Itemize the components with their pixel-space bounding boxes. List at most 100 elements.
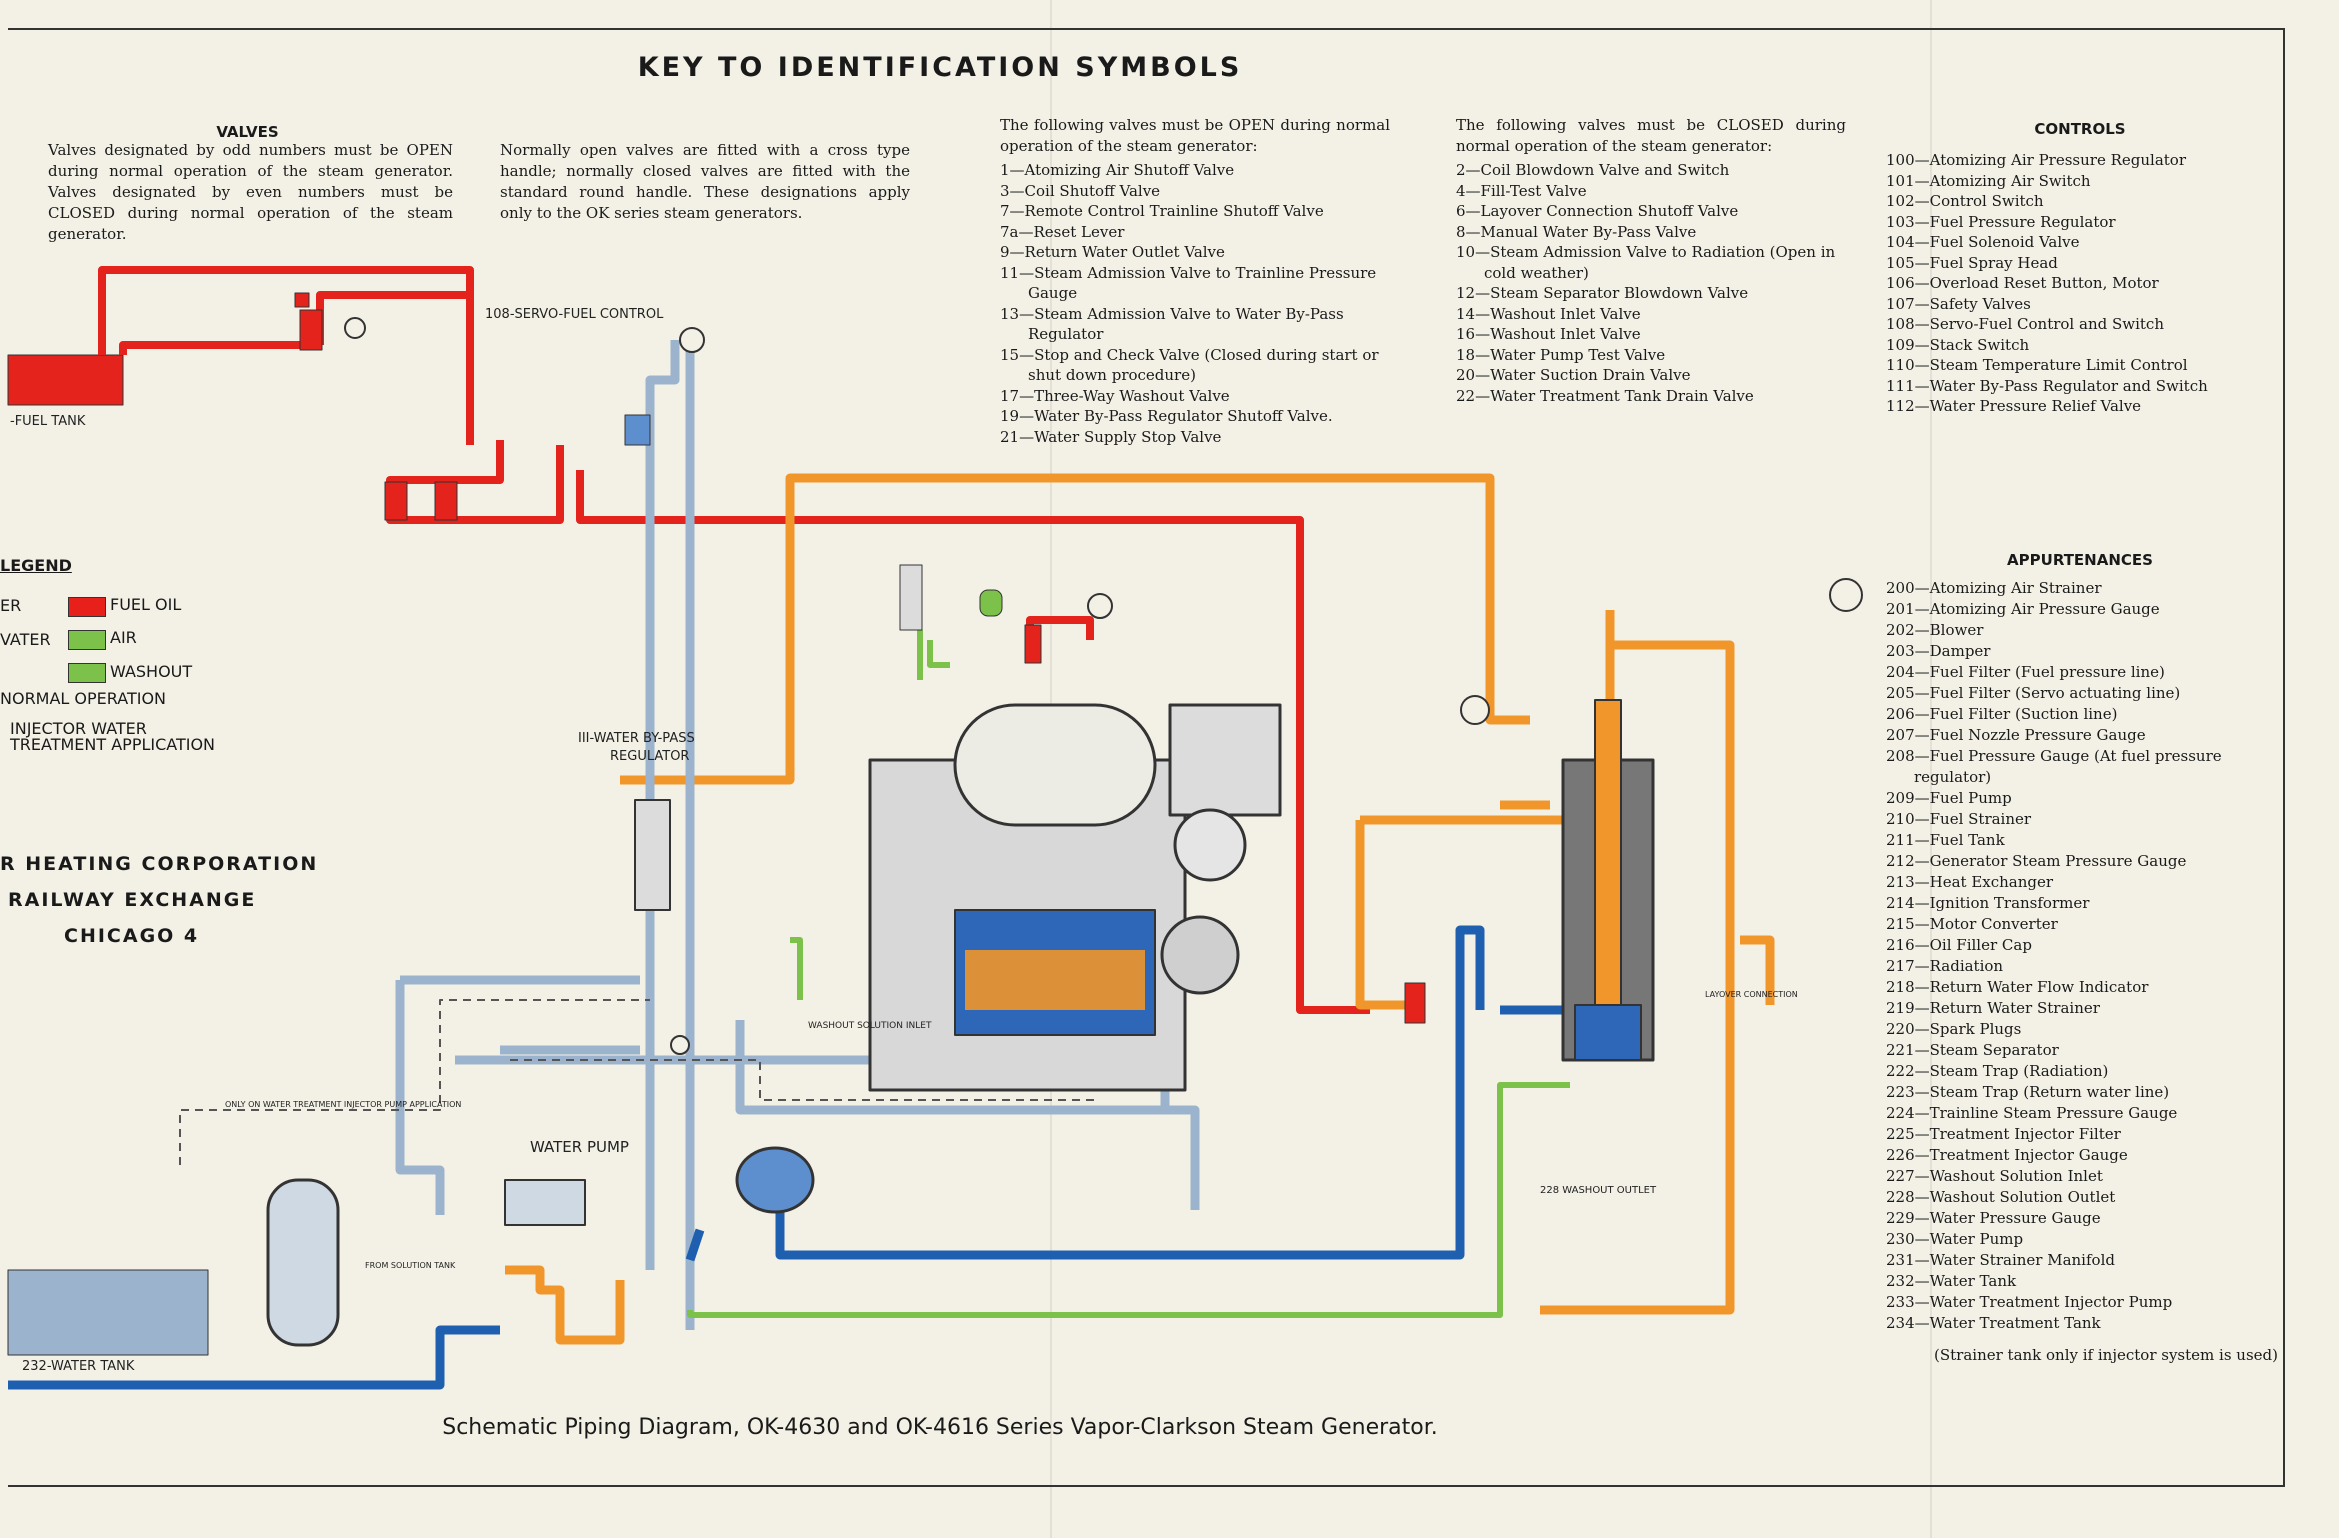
list-item: 101—Atomizing Air Switch xyxy=(1886,171,2091,190)
solenoid-104 xyxy=(1024,624,1042,664)
injector-lines xyxy=(179,999,1100,1165)
fuel-tank-211 xyxy=(7,354,124,406)
label-from-solution: FROM SOLUTION TANK xyxy=(365,1261,456,1270)
list-item: 102—Control Switch xyxy=(1886,192,2044,210)
diagram-caption: Schematic Piping Diagram, OK-4630 and OK… xyxy=(442,1415,1438,1440)
list-item: 107—Safety Valves xyxy=(1886,294,2031,313)
list-item: 112—Water Pressure Relief Valve xyxy=(1886,397,2142,415)
label-washout-inlet: WASHOUT SOLUTION INLET xyxy=(808,1021,932,1031)
appurtenances-list: 200—Atomizing Air Strainer 201—Atomizing … xyxy=(1886,578,2286,1334)
list-item: 3—Coil Shutoff Valve xyxy=(1000,181,1161,200)
list-item: 204—Fuel Filter (Fuel pressure line) xyxy=(1886,663,2165,681)
list-item: 104—Fuel Solenoid Valve xyxy=(1886,233,2080,251)
legend-left-label: INJECTOR WATER xyxy=(10,719,147,738)
page-fold xyxy=(1930,0,1932,1538)
list-item: 215—Motor Converter xyxy=(1886,915,2058,933)
gauge-226 xyxy=(670,1035,690,1055)
legend-swatch-washout xyxy=(68,663,106,683)
list-item: 9—Return Water Outlet Valve xyxy=(1000,243,1225,261)
list-item: 10—Steam Admission Valve to Radiation (O… xyxy=(1456,243,1836,282)
list-item: 227—Washout Solution Inlet xyxy=(1886,1167,2103,1185)
list-item: 19—Water By-Pass Regulator Shutoff Valve… xyxy=(1000,407,1333,425)
list-item: 109—Stack Switch xyxy=(1886,335,2030,354)
list-item: 17—Three-Way Washout Valve xyxy=(1000,386,1230,405)
list-item: 211—Fuel Tank xyxy=(1886,831,2005,849)
appurtenances-note: (Strainer tank only if injector system i… xyxy=(1934,1346,2278,1364)
list-item: 20—Water Suction Drain Valve xyxy=(1456,366,1691,384)
list-item: 226—Treatment Injector Gauge xyxy=(1886,1146,2128,1164)
list-item: 201—Atomizing Air Pressure Gauge xyxy=(1886,600,2160,618)
list-item: 220—Spark Plugs xyxy=(1886,1020,2022,1038)
servo-fuel-control-108 xyxy=(624,414,651,446)
list-item: 222—Steam Trap (Radiation) xyxy=(1886,1062,2109,1080)
list-item: 209—Fuel Pump xyxy=(1886,789,2012,807)
list-item: 206—Fuel Filter (Suction line) xyxy=(1886,705,2118,723)
border-frame xyxy=(8,28,2285,1487)
list-item: 200—Atomizing Air Strainer xyxy=(1886,579,2102,597)
company-name: R HEATING CORPORATION xyxy=(0,853,319,875)
list-item: 12—Steam Separator Blowdown Valve xyxy=(1456,284,1749,302)
label-washout-outlet: 228 WASHOUT OUTLET xyxy=(1540,1185,1657,1196)
list-item: 218—Return Water Flow Indicator xyxy=(1886,978,2149,996)
list-item: 232—Water Tank xyxy=(1886,1272,2017,1290)
label-water-tank: 232-WATER TANK xyxy=(22,1359,135,1374)
list-item: 103—Fuel Pressure Regulator xyxy=(1886,212,2116,231)
label-bypass-2: REGULATOR xyxy=(610,749,689,764)
list-item: 221—Steam Separator xyxy=(1886,1041,2059,1059)
list-item: 210—Fuel Strainer xyxy=(1886,810,2032,828)
blower-202 xyxy=(1173,808,1247,882)
list-item: 6—Layover Connection Shutoff Valve xyxy=(1456,202,1739,220)
list-item: 219—Return Water Strainer xyxy=(1886,999,2100,1017)
water-return-lines xyxy=(8,925,1600,1390)
legend-left-label: ER xyxy=(0,596,22,615)
fuel-filter-205 xyxy=(434,481,458,521)
label-layover: LAYOVER CONNECTION xyxy=(1705,990,1798,999)
list-item: 7a—Reset Lever xyxy=(1000,222,1125,241)
list-item: 230—Water Pump xyxy=(1886,1230,2024,1248)
list-item: 203—Damper xyxy=(1886,642,1991,660)
page-title: KEY TO IDENTIFICATION SYMBOLS xyxy=(637,52,1243,83)
list-item: 14—Washout Inlet Valve xyxy=(1456,304,1641,323)
list-item: 228—Washout Solution Outlet xyxy=(1886,1188,2116,1206)
list-item: 224—Trainline Steam Pressure Gauge xyxy=(1886,1104,2178,1122)
air-switch-101 xyxy=(979,589,1003,617)
list-item: 229—Water Pressure Gauge xyxy=(1886,1209,2101,1227)
label-servo: 108-SERVO-FUEL CONTROL xyxy=(485,307,664,322)
gauge-208 xyxy=(344,317,366,339)
legend-left-label: TREATMENT APPLICATION xyxy=(10,735,216,754)
valves-heading: VALVES xyxy=(216,123,279,141)
open-list-intro: The following valves must be OPEN during… xyxy=(1000,116,1390,155)
list-item: 100—Atomizing Air Pressure Regulator xyxy=(1886,151,2186,169)
label-bypass-1: III-WATER BY-PASS xyxy=(578,731,695,746)
limit-control-110 xyxy=(1404,982,1426,1024)
list-item: 205—Fuel Filter (Servo actuating line) xyxy=(1886,684,2181,702)
list-item: 110—Steam Temperature Limit Control xyxy=(1886,356,2188,374)
water-tank-232 xyxy=(7,1269,209,1356)
list-item: 212—Generator Steam Pressure Gauge xyxy=(1886,852,2187,870)
legend-swatch-fuel-oil xyxy=(68,597,106,617)
appurtenances-heading: APPURTENANCES xyxy=(2007,551,2153,569)
list-item: 4—Fill-Test Valve xyxy=(1456,181,1587,200)
label-injector-note: ONLY ON WATER TREATMENT INJECTOR PUMP AP… xyxy=(225,1100,461,1109)
list-item: 22—Water Treatment Tank Drain Valve xyxy=(1456,386,1754,405)
list-item: 13—Steam Admission Valve to Water By-Pas… xyxy=(1000,304,1344,344)
company-city: CHICAGO 4 xyxy=(64,925,200,947)
fuel-filter-204 xyxy=(384,481,408,521)
legend-label-washout: WASHOUT xyxy=(110,662,193,681)
list-item: 217—Radiation xyxy=(1886,957,2004,975)
list-item: 214—Ignition Transformer xyxy=(1886,894,2090,912)
label-water-pump: WATER PUMP xyxy=(530,1138,629,1156)
list-item: 202—Blower xyxy=(1886,621,1984,639)
gauge-212 xyxy=(1460,695,1490,725)
legend-swatch-air xyxy=(68,630,106,650)
closed-list-intro: The following valves must be CLOSED duri… xyxy=(1456,116,1846,155)
legend-label-fuel-oil: FUEL OIL xyxy=(110,595,182,614)
controls-list: 100—Atomizing Air Pressure Regulator 101—… xyxy=(1886,150,2286,417)
heat-exchanger-213 xyxy=(735,1146,815,1214)
gauge-229 xyxy=(679,327,705,353)
valves-text-odd-even: Valves designated by odd numbers must be… xyxy=(48,141,453,243)
list-item: 223—Steam Trap (Return water line) xyxy=(1886,1083,2170,1101)
list-item: 106—Overload Reset Button, Motor xyxy=(1886,274,2159,292)
list-item: 216—Oil Filler Cap xyxy=(1886,936,2032,954)
